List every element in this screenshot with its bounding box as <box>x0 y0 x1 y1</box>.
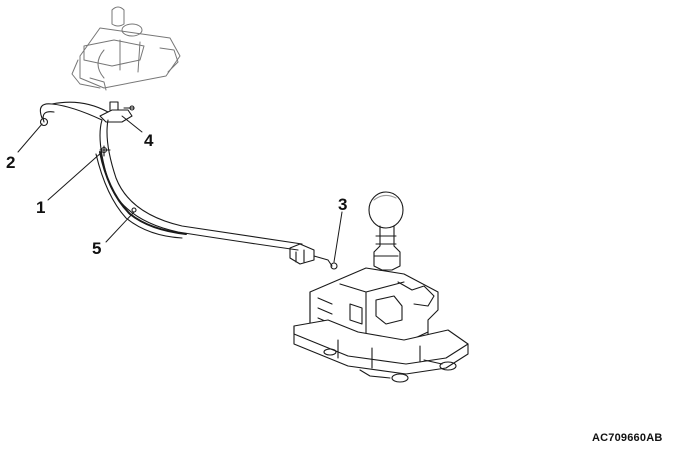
callout-5: 5 <box>92 239 102 258</box>
leader-lines <box>17 115 343 263</box>
callout-3: 3 <box>338 195 348 214</box>
figure-reference-code: AC709660AB <box>592 432 663 444</box>
callout-4: 4 <box>144 131 154 150</box>
shift-cable <box>39 101 303 251</box>
cable-end-clip <box>289 243 338 270</box>
shift-lever-assembly <box>293 191 469 383</box>
callout-2: 2 <box>6 153 16 172</box>
cable-sleeve <box>95 151 187 239</box>
callout-1: 1 <box>36 198 46 217</box>
transmission-bracket <box>71 6 181 91</box>
cable-end-adjuster <box>99 101 135 123</box>
